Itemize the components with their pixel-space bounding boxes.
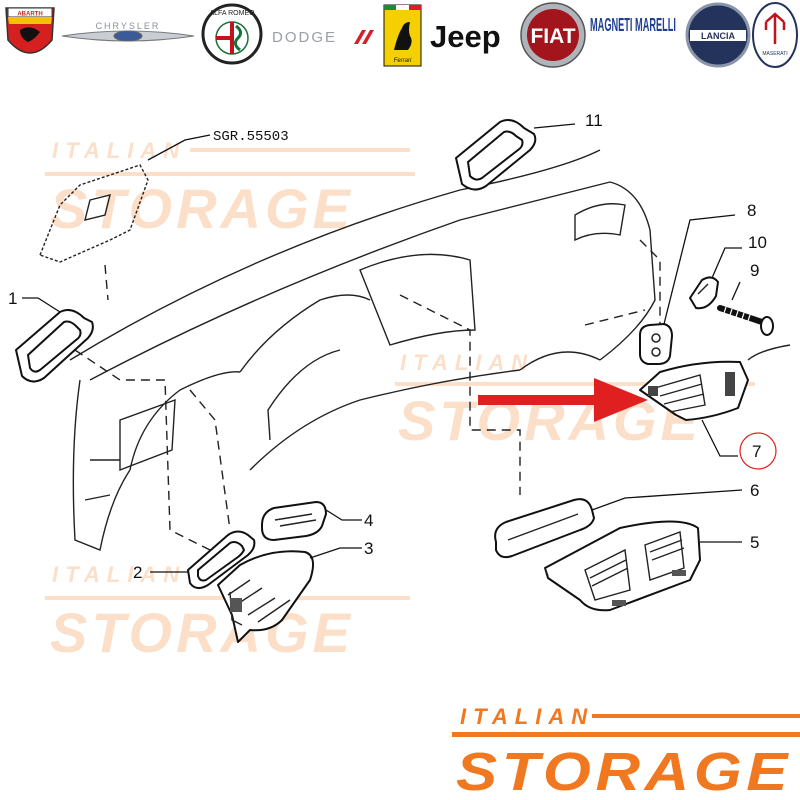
watermark-line1: ITALIAN (52, 138, 186, 163)
watermark-line1: ITALIAN (400, 350, 534, 375)
reference-code: SGR.55503 (213, 129, 289, 145)
dashboard-outline (69, 149, 656, 551)
brand-logo-strip: ABARTH CHRYSLER ALFA ROMEO DODGE (5, 2, 798, 68)
watermark-line2: STORAGE (50, 601, 354, 664)
callout-1: 1 (8, 289, 17, 308)
part-11-vent-bezel (455, 119, 576, 191)
part-2-vent-bezel (150, 530, 256, 589)
watermark-line2: STORAGE (50, 177, 354, 240)
part-3-side-vent (217, 547, 362, 643)
assembly-lines (74, 239, 661, 551)
red-pointer-arrow (478, 378, 648, 422)
callout-2: 2 (133, 563, 142, 582)
callout-3: 3 (364, 539, 373, 558)
watermark-line1: ITALIAN (52, 562, 186, 587)
lancia-logo-icon: LANCIA (685, 2, 751, 68)
magneti-marelli-logo-icon: MAGNETI MARELLI (590, 15, 676, 35)
brand-label: ALFA ROMEO (209, 10, 255, 17)
part-10-clip (689, 247, 742, 310)
brand-label: Ferrari (394, 58, 412, 64)
brand-label: DODGE (272, 29, 337, 46)
logo-rule (592, 714, 800, 718)
part-4-vent-insert (261, 501, 362, 541)
brand-label: ABARTH (17, 12, 42, 18)
watermark-rule (190, 148, 410, 152)
logo-line2: STORAGE (456, 742, 792, 800)
brand-label: CHRYSLER (96, 21, 161, 31)
brand-label: FIAT (530, 25, 575, 48)
brand-label: LANCIA (701, 31, 735, 41)
fiat-logo-icon: FIAT (520, 2, 586, 68)
callout-11: 11 (585, 111, 603, 130)
watermark-bottom-left: ITALIAN STORAGE (45, 562, 410, 664)
callout-9: 9 (750, 261, 759, 280)
brand-label: Jeep (430, 19, 501, 54)
callout-numbers: 1 2 3 4 5 6 7 8 9 10 11 (8, 111, 767, 582)
ferrari-logo-icon: Ferrari (383, 4, 422, 67)
callout-10: 10 (748, 233, 767, 252)
callout-7: 7 (752, 442, 761, 461)
part-7-side-vent (639, 344, 791, 470)
logo-line1: ITALIAN (460, 704, 594, 729)
callout-6: 6 (750, 481, 759, 500)
callout-8: 8 (747, 201, 756, 220)
logo-rule (452, 732, 800, 737)
alfa-romeo-logo-icon: ALFA ROMEO (201, 3, 263, 65)
part-9-screw (717, 281, 774, 336)
jeep-logo-icon: Jeep (430, 19, 501, 54)
watermark-center: ITALIAN STORAGE (395, 350, 755, 452)
dodge-logo-icon: DODGE (272, 29, 374, 46)
brand-label: MAGNETI MARELLI (590, 15, 676, 35)
watermark-faded: ITALIAN STORAGE ITALIAN STORAGE ITALIAN … (45, 138, 755, 664)
part-8-clip (639, 214, 736, 365)
part-5-center-vent (544, 520, 742, 612)
sgr-bracket: SGR.55503 (39, 129, 289, 263)
abarth-logo-icon: ABARTH (5, 7, 55, 54)
watermark-rule (395, 382, 755, 386)
callout-4: 4 (364, 511, 373, 530)
italian-storage-logo: ITALIAN STORAGE (452, 704, 800, 800)
part-1-vent-bezel (15, 297, 94, 383)
watermark-rule (45, 172, 415, 176)
maserati-logo-icon: MASERATI (752, 2, 798, 68)
part-6-center-bezel (494, 489, 743, 559)
highlight-ring (739, 432, 777, 470)
callout-5: 5 (750, 533, 759, 552)
chrysler-logo-icon: CHRYSLER (61, 21, 195, 42)
brand-label: MASERATI (762, 51, 787, 57)
watermark-top-left: ITALIAN STORAGE (45, 138, 415, 240)
